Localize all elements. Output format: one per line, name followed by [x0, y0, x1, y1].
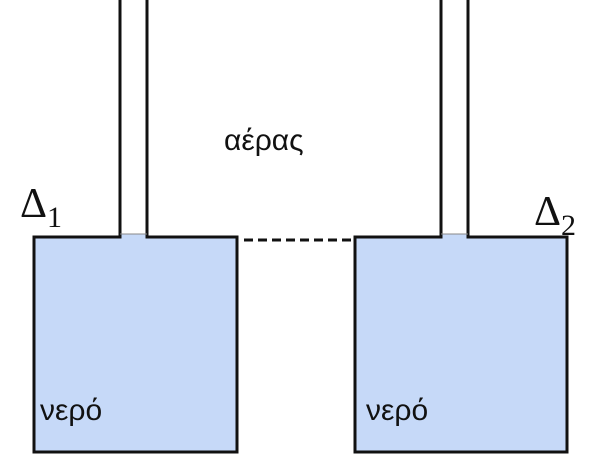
- container-right: [353, 0, 569, 454]
- container-right-water: [355, 237, 567, 452]
- tube-left-water: [120, 234, 147, 239]
- delta-symbol: Δ: [20, 181, 48, 227]
- container-left-water: [34, 237, 237, 452]
- air-label: αέρας: [224, 124, 304, 157]
- container-left: [32, 0, 239, 454]
- container-left-label: Δ1: [20, 180, 62, 235]
- container-right-label: Δ2: [534, 188, 576, 243]
- water-right-label: νερό: [366, 394, 429, 427]
- delta-symbol: Δ: [534, 189, 562, 235]
- water-left-label: νερό: [40, 394, 103, 427]
- subscript: 2: [561, 209, 577, 242]
- tube-right-water: [441, 234, 468, 239]
- subscript: 1: [47, 201, 63, 234]
